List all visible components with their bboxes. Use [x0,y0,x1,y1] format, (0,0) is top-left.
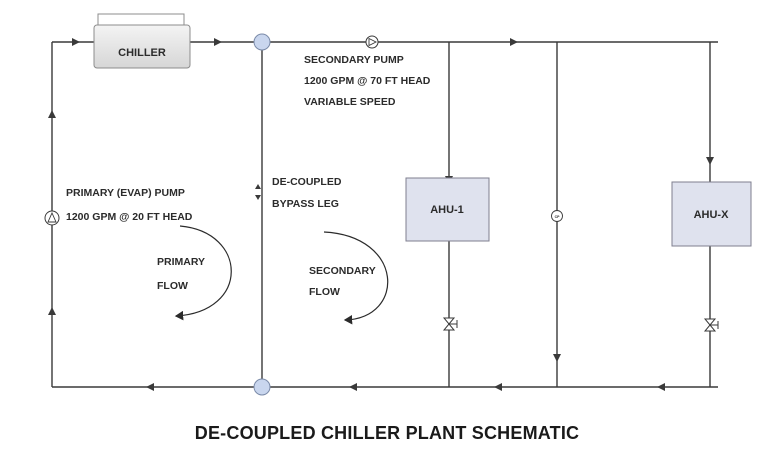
bypass-line2: BYPASS LEG [272,198,339,210]
flow-arrow-icon [510,38,518,46]
ahux-control-valve-icon [703,318,719,332]
secondary-flow-line2: FLOW [309,286,340,298]
return-junction-node [253,378,271,396]
ahux-label: AHU-X [694,209,729,221]
diagram-title: DE-COUPLED CHILLER PLANT SCHEMATIC [195,423,579,443]
secondary-flow-curve-arrow-icon [323,231,389,325]
cp-tag-label: CP [555,215,561,219]
secondary-pump-label: SECONDARY PUMP 1200 GPM @ 70 FT HEAD VAR… [304,54,431,108]
primary-pump-rating: 1200 GPM @ 20 FT HEAD [66,211,193,223]
secondary-pump-rating: 1200 GPM @ 70 FT HEAD [304,75,431,87]
flow-arrow-icon [553,354,561,362]
primary-flow-line2: FLOW [157,280,188,292]
bypass-leg-label: DE-COUPLED BYPASS LEG [272,176,342,210]
chiller-unit: CHILLER [93,13,191,69]
chiller-label: CHILLER [118,47,166,59]
flow-arrow-icon [146,383,154,391]
flow-arrow-icon [48,110,56,118]
ahu1-label: AHU-1 [430,204,464,216]
primary-pump-name: PRIMARY (EVAP) PUMP [66,187,185,199]
ahu1-unit: AHU-1 [405,177,490,242]
bypass-bidirectional-arrow-icon [255,184,261,200]
bypass-line1: DE-COUPLED [272,176,342,188]
flow-arrow-icon [657,383,665,391]
flow-arrow-icon [72,38,80,46]
ahux-unit: AHU-X [671,181,752,247]
flow-arrow-icon [706,157,714,165]
cp-sensor-icon: CP [551,210,563,222]
secondary-flow-line1: SECONDARY [309,265,376,277]
ahu1-control-valve-icon [442,317,458,331]
flow-arrow-icon [214,38,222,46]
primary-pump-icon [44,210,60,226]
secondary-pump-icon [365,35,379,49]
primary-pump-label: PRIMARY (EVAP) PUMP 1200 GPM @ 20 FT HEA… [66,187,193,223]
supply-junction-node [253,33,271,51]
secondary-pump-speed: VARIABLE SPEED [304,96,396,108]
secondary-flow-label: SECONDARY FLOW [309,265,376,298]
primary-flow-curve-arrow-icon [174,225,232,321]
flow-arrow-icon [494,383,502,391]
flow-arrow-icon [48,307,56,315]
flow-arrow-icon [349,383,357,391]
secondary-pump-name: SECONDARY PUMP [304,54,404,66]
primary-flow-line1: PRIMARY [157,256,205,268]
primary-flow-label: PRIMARY FLOW [157,256,205,292]
